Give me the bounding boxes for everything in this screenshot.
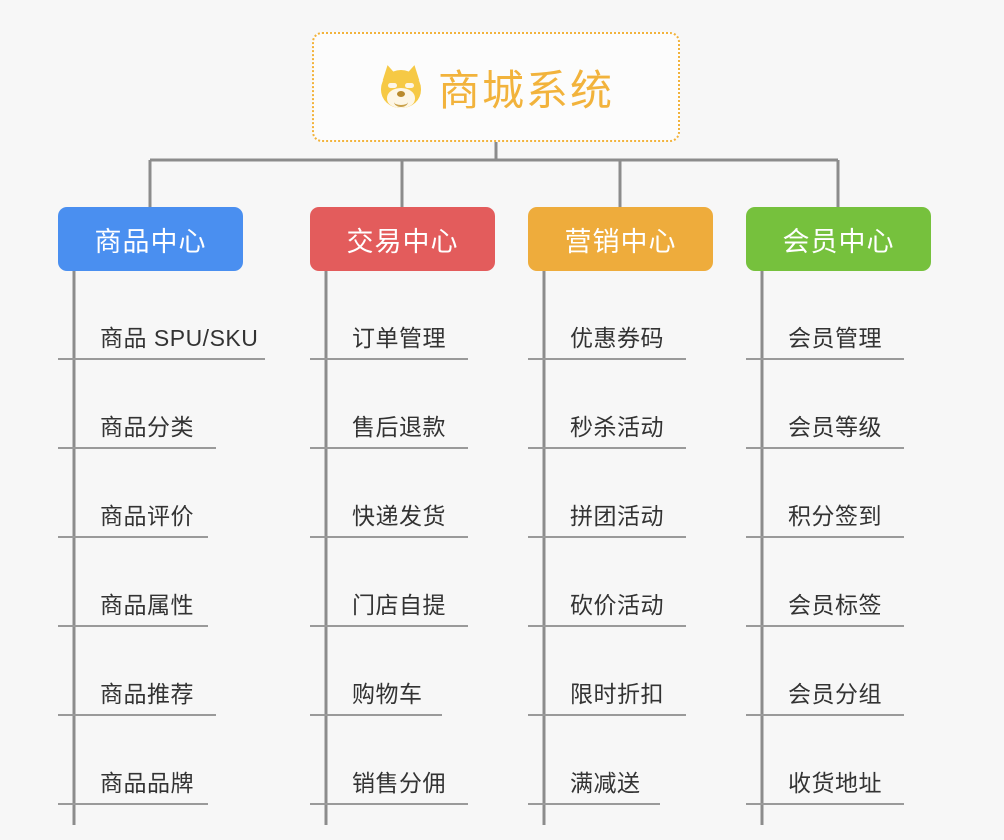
- leaf-label: 会员标签: [788, 592, 882, 618]
- leaf-rule: [746, 358, 904, 360]
- leaf-item[interactable]: 商品推荐: [58, 627, 243, 716]
- leaf-rule: [746, 714, 904, 716]
- leaf-item[interactable]: 购物车: [310, 627, 495, 716]
- leaf-item[interactable]: 商品品牌: [58, 716, 243, 805]
- leaf-item[interactable]: 商品分类: [58, 360, 243, 449]
- leaf-label: 拼团活动: [570, 503, 664, 529]
- leaf-label: 门店自提: [352, 592, 446, 618]
- leaf-label: 商品评价: [100, 503, 194, 529]
- leaf-item[interactable]: 商品评价: [58, 449, 243, 538]
- category-label: 营销中心: [564, 226, 677, 257]
- leaf-label: 商品分类: [100, 414, 194, 440]
- branch-column-member-center: 会员中心 会员管理 会员等级 积分签到 会员标签 会员分组: [746, 207, 931, 805]
- leaf-rule: [58, 447, 216, 449]
- leaf-item[interactable]: 满减送: [528, 716, 713, 805]
- leaf-list-trade-center: 订单管理 售后退款 快递发货 门店自提 购物车 销售分佣: [310, 271, 495, 805]
- category-box-trade-center[interactable]: 交易中心: [310, 207, 495, 271]
- leaf-label: 秒杀活动: [570, 414, 664, 440]
- leaf-item[interactable]: 积分签到: [746, 449, 931, 538]
- leaf-rule: [528, 625, 686, 627]
- category-label: 商品中心: [94, 226, 207, 257]
- leaf-item[interactable]: 销售分佣: [310, 716, 495, 805]
- leaf-item[interactable]: 快递发货: [310, 449, 495, 538]
- leaf-rule: [58, 625, 208, 627]
- leaf-label: 商品 SPU/SKU: [100, 325, 259, 351]
- leaf-rule: [746, 447, 904, 449]
- leaf-list-member-center: 会员管理 会员等级 积分签到 会员标签 会员分组 收货地址: [746, 271, 931, 805]
- leaf-item[interactable]: 会员管理: [746, 271, 931, 360]
- leaf-item[interactable]: 商品 SPU/SKU: [58, 271, 265, 360]
- leaf-rule: [310, 625, 468, 627]
- leaf-label: 限时折扣: [570, 681, 664, 707]
- leaf-label: 销售分佣: [352, 770, 446, 796]
- leaf-rule: [310, 358, 468, 360]
- leaf-rule: [528, 358, 686, 360]
- leaf-label: 商品品牌: [100, 770, 194, 796]
- leaf-rule: [528, 714, 686, 716]
- leaf-label: 满减送: [570, 770, 641, 796]
- leaf-rule: [58, 536, 208, 538]
- leaf-label: 优惠券码: [570, 325, 664, 351]
- leaf-rule: [58, 358, 265, 360]
- leaf-rule: [746, 536, 904, 538]
- leaf-label: 快递发货: [352, 503, 446, 529]
- leaf-item[interactable]: 门店自提: [310, 538, 495, 627]
- leaf-rule: [310, 714, 442, 716]
- leaf-item[interactable]: 订单管理: [310, 271, 495, 360]
- root-node[interactable]: 商城系统: [312, 32, 680, 142]
- leaf-rule: [58, 714, 216, 716]
- leaf-item[interactable]: 会员标签: [746, 538, 931, 627]
- leaf-item[interactable]: 砍价活动: [528, 538, 713, 627]
- category-box-product-center[interactable]: 商品中心: [58, 207, 243, 271]
- root-title: 商城系统: [437, 66, 614, 114]
- branch-column-trade-center: 交易中心 订单管理 售后退款 快递发货 门店自提 购物车: [310, 207, 495, 805]
- leaf-rule: [746, 803, 904, 805]
- leaf-rule: [58, 803, 208, 805]
- branch-column-marketing-center: 营销中心 优惠券码 秒杀活动 拼团活动 砍价活动 限时折扣: [528, 207, 713, 805]
- leaf-item[interactable]: 收货地址: [746, 716, 931, 805]
- dog-face-icon: [378, 63, 424, 110]
- leaf-label: 收货地址: [788, 770, 882, 796]
- category-box-marketing-center[interactable]: 营销中心: [528, 207, 713, 271]
- leaf-rule: [528, 803, 660, 805]
- category-box-member-center[interactable]: 会员中心: [746, 207, 931, 271]
- leaf-list-product-center: 商品 SPU/SKU 商品分类 商品评价 商品属性 商品推荐 商品品牌: [58, 271, 265, 805]
- category-label: 交易中心: [346, 226, 459, 257]
- leaf-label: 售后退款: [352, 414, 446, 440]
- leaf-item[interactable]: 会员分组: [746, 627, 931, 716]
- leaf-item[interactable]: 秒杀活动: [528, 360, 713, 449]
- leaf-item[interactable]: 会员等级: [746, 360, 931, 449]
- leaf-rule: [528, 447, 686, 449]
- leaf-rule: [310, 447, 468, 449]
- leaf-label: 商品推荐: [100, 681, 194, 707]
- leaf-rule: [310, 536, 468, 538]
- branch-column-product-center: 商品中心 商品 SPU/SKU 商品分类 商品评价 商品属性 商品推荐: [58, 207, 265, 805]
- leaf-item[interactable]: 售后退款: [310, 360, 495, 449]
- leaf-rule: [310, 803, 468, 805]
- category-label: 会员中心: [782, 226, 895, 257]
- leaf-label: 积分签到: [788, 503, 882, 529]
- leaf-label: 会员管理: [788, 325, 882, 351]
- leaf-label: 商品属性: [100, 592, 194, 618]
- leaf-item[interactable]: 限时折扣: [528, 627, 713, 716]
- leaf-item[interactable]: 拼团活动: [528, 449, 713, 538]
- leaf-label: 会员等级: [788, 414, 882, 440]
- leaf-item[interactable]: 商品属性: [58, 538, 243, 627]
- leaf-list-marketing-center: 优惠券码 秒杀活动 拼团活动 砍价活动 限时折扣 满减送: [528, 271, 713, 805]
- leaf-rule: [746, 625, 904, 627]
- leaf-item[interactable]: 优惠券码: [528, 271, 713, 360]
- leaf-label: 会员分组: [788, 681, 882, 707]
- leaf-rule: [528, 536, 686, 538]
- leaf-label: 砍价活动: [570, 592, 664, 618]
- leaf-label: 订单管理: [352, 325, 446, 351]
- leaf-label: 购物车: [352, 681, 423, 707]
